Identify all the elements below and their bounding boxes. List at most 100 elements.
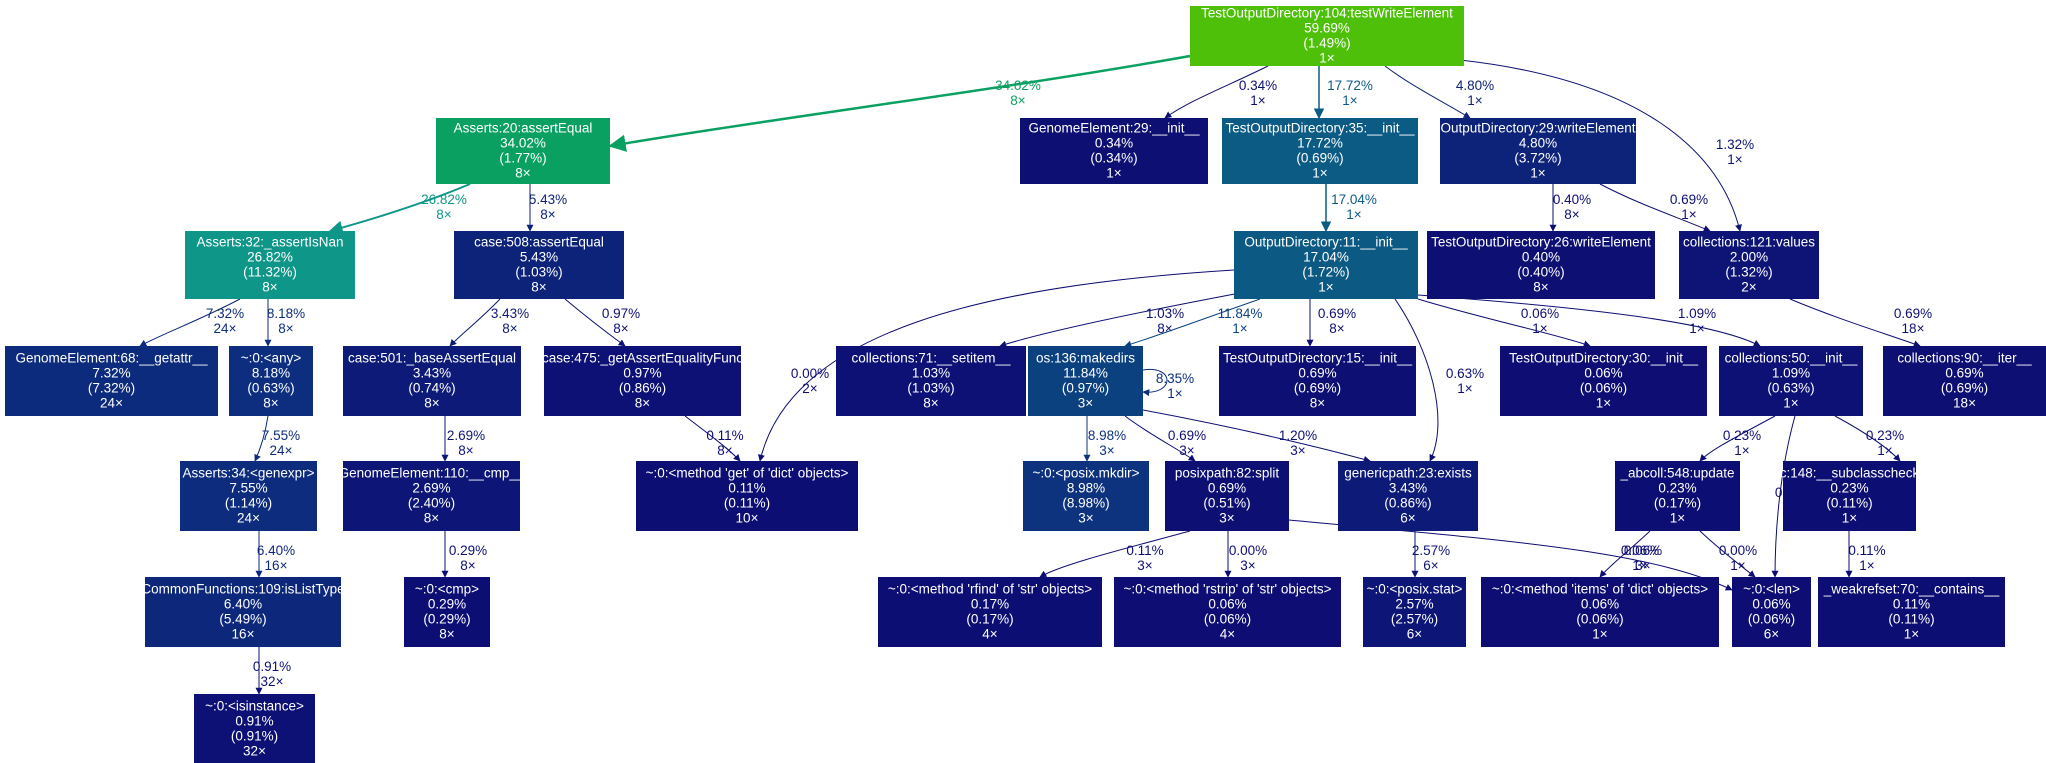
edge-percent-label: 8.98% (1088, 428, 1126, 443)
function-node[interactable]: collections:50:__init__1.09%(0.63%)1× (1719, 346, 1863, 416)
function-node-box (145, 577, 341, 647)
function-node[interactable]: TestOutputDirectory:104:testWriteElement… (1190, 6, 1464, 67)
edge-percent-label: 0.23% (1723, 428, 1761, 443)
function-node[interactable]: abc:148:__subclasscheck__0.23%(0.11%)1× (1765, 461, 1935, 531)
function-node[interactable]: OutputDirectory:29:writeElement4.80%(3.7… (1440, 118, 1636, 184)
function-name: ~:0:<posix.stat> (1367, 582, 1463, 597)
function-name: collections:121:values (1683, 235, 1815, 250)
function-node[interactable]: ~:0:<method 'items' of 'dict' objects>0.… (1481, 577, 1719, 647)
self-time-percent: (1.77%) (499, 151, 546, 166)
function-node[interactable]: case:475:_getAssertEqualityFunc0.97%(0.8… (542, 346, 743, 416)
function-node[interactable]: ~:0:<cmp>0.29%(0.29%)8× (404, 577, 490, 647)
function-node-box (1732, 577, 1811, 647)
call-edge-line (1459, 59, 1742, 232)
self-time-percent: (0.63%) (1767, 381, 1814, 396)
function-node-box (544, 346, 741, 416)
call-edge-line (1124, 415, 1196, 462)
call-edge: 0.11%3× (1039, 530, 1191, 578)
self-time-percent: (0.06%) (1748, 612, 1795, 627)
function-node-box (1783, 461, 1916, 531)
self-time-percent: (1.03%) (515, 265, 562, 280)
call-edge-line (139, 298, 241, 347)
call-edge: 0.00%3× (1224, 531, 1267, 578)
call-edge: 8.98%3× (1083, 416, 1126, 462)
function-node[interactable]: OutputDirectory:11:__init__17.04%(1.72%)… (1234, 231, 1418, 299)
function-node[interactable]: GenomeElement:68:__getattr__7.32%(7.32%)… (5, 346, 218, 416)
function-name: TestOutputDirectory:30:__init__ (1509, 351, 1699, 366)
edge-calls-label: 1× (1689, 321, 1704, 336)
function-node-box (1028, 346, 1143, 416)
call-edge-line (684, 415, 741, 462)
call-count: 3× (1219, 511, 1234, 526)
function-name: TestOutputDirectory:35:__init__ (1225, 121, 1415, 136)
function-node[interactable]: TestOutputDirectory:30:__init__0.06%(0.0… (1500, 346, 1707, 416)
edges-layer: 34.02%8×0.34%1×17.72%1×4.80%1×1.32%1×26.… (139, 54, 1932, 695)
function-node-box (343, 461, 520, 531)
function-node[interactable]: ~:0:<posix.stat>2.57%(2.57%)6× (1363, 577, 1466, 647)
function-node[interactable]: GenomeElement:29:__init__0.34%(0.34%)1× (1020, 118, 1208, 184)
edge-percent-label: 17.72% (1327, 78, 1373, 93)
function-node[interactable]: ~:0:<isinstance>0.91%(0.91%)32× (194, 694, 315, 763)
function-name: GenomeElement:110:__cmp__ (339, 466, 525, 481)
call-count: 24× (100, 396, 123, 411)
function-name: genericpath:23:exists (1344, 466, 1472, 481)
call-count: 3× (1078, 511, 1093, 526)
function-node[interactable]: GenomeElement:110:__cmp__2.69%(2.40%)8× (339, 461, 525, 531)
self-time-percent: (0.86%) (1384, 496, 1431, 511)
function-node[interactable]: TestOutputDirectory:35:__init__17.72%(0.… (1222, 118, 1418, 184)
function-node[interactable]: TestOutputDirectory:15:__init__0.69%(0.6… (1219, 346, 1416, 416)
function-node[interactable]: collections:71:__setitem__1.03%(1.03%)8× (836, 346, 1026, 416)
call-edge: 17.72%1× (1313, 66, 1373, 120)
function-node[interactable]: TestOutputDirectory:26:writeElement0.40%… (1427, 231, 1655, 299)
function-node[interactable]: ~:0:<len>0.06%(0.06%)6× (1732, 577, 1811, 647)
function-node[interactable]: ~:0:<method 'rfind' of 'str' objects>0.1… (878, 577, 1102, 647)
function-node[interactable]: ~:0:<any>8.18%(0.63%)8× (229, 346, 313, 416)
edge-percent-label: 8.35% (1156, 371, 1194, 386)
function-node-box (1363, 577, 1466, 647)
edge-percent-label: 7.55% (262, 428, 300, 443)
self-time-percent: (1.49%) (1303, 36, 1350, 51)
function-node[interactable]: ~:0:<method 'rstrip' of 'str' objects>0.… (1114, 577, 1341, 647)
self-time-percent: (2.57%) (1391, 612, 1438, 627)
edge-calls-label: 8× (278, 321, 293, 336)
function-node[interactable]: ~:0:<posix.mkdir>8.98%(8.98%)3× (1023, 461, 1149, 531)
edge-calls-label: 24× (270, 443, 293, 458)
function-node-box (454, 231, 624, 299)
function-node[interactable]: CommonFunctions:109:isListType6.40%(5.49… (141, 577, 345, 647)
function-node[interactable]: ~:0:<method 'get' of 'dict' objects>0.11… (636, 461, 858, 531)
edge-percent-label: 2.69% (447, 428, 485, 443)
self-time-percent: (0.06%) (1204, 612, 1251, 627)
function-node-box (1719, 346, 1863, 416)
edge-percent-label: 0.97% (602, 306, 640, 321)
call-edge-line (1699, 530, 1756, 578)
edge-percent-label: 1.03% (1146, 306, 1184, 321)
self-time-percent: (0.51%) (1203, 496, 1250, 511)
self-time-percent: (0.11%) (724, 496, 770, 511)
call-count: 8× (1310, 396, 1325, 411)
function-node[interactable]: collections:90:__iter__0.69%(0.69%)18× (1883, 346, 2046, 416)
call-count: 1× (1904, 627, 1919, 642)
function-name: _weakrefset:70:__contains__ (1823, 582, 2000, 597)
function-node[interactable]: Asserts:34:<genexpr>7.55%(1.14%)24× (180, 461, 317, 531)
total-time-percent: 11.84% (1063, 366, 1108, 381)
total-time-percent: 3.43% (1389, 481, 1427, 496)
total-time-percent: 17.04% (1303, 250, 1349, 265)
edge-percent-label: 0.00% (1719, 543, 1757, 558)
call-count: 3× (1078, 396, 1093, 411)
function-node-box (404, 577, 490, 647)
call-edge: 0.00%1× (1699, 530, 1757, 578)
function-name: ~:0:<posix.mkdir> (1033, 466, 1140, 481)
edge-calls-label: 8× (1564, 207, 1579, 222)
function-name: ~:0:<method 'rstrip' of 'str' objects> (1123, 582, 1331, 597)
function-node[interactable]: _weakrefset:70:__contains__0.11%(0.11%)1… (1818, 577, 2005, 647)
edge-calls-label: 24× (214, 321, 237, 336)
